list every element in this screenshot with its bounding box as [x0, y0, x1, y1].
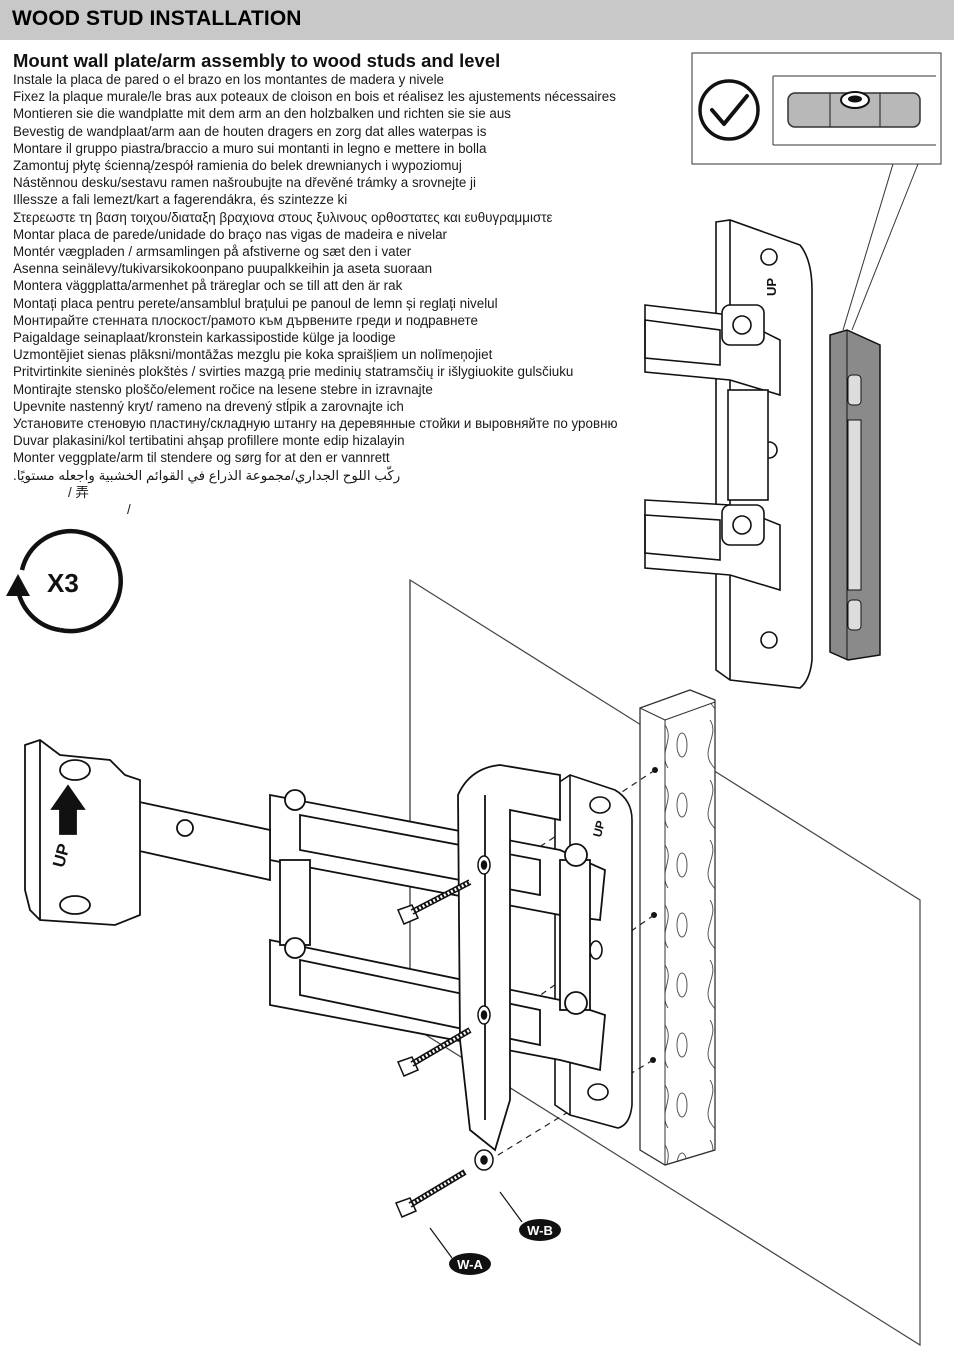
arabic-instruction: ركّب اللوح الجداري/مجموعة الذراع في القو…	[13, 467, 401, 483]
svg-text:UP: UP	[590, 819, 608, 839]
translation-line: Illessze a fali lemezt/kart a fagerendák…	[13, 192, 348, 208]
translation-line: Montare il gruppo piastra/braccio a muro…	[13, 140, 487, 156]
translation-line: Monter veggplate/arm til stendere og sør…	[13, 450, 390, 466]
bubble-level-icon	[787, 91, 921, 128]
translation-line: Asenna seinälevy/tukivarsikokoonpano puu…	[13, 261, 433, 277]
check-icon	[698, 79, 760, 141]
header-bar: WOOD STUD INSTALLATION	[0, 0, 954, 40]
translation-line: Στερεωστε τη βαση τοιχου/διαταξη βραχιον…	[13, 209, 553, 225]
translation-line: Fixez la plaque murale/le bras aux potea…	[13, 89, 616, 105]
repeat-count: X3	[47, 568, 79, 598]
translation-line: Uzmontējiet sienas plāksni/montāžas mezg…	[13, 347, 493, 363]
lag-screws	[394, 855, 494, 1218]
level-inset	[691, 52, 942, 331]
translation-line: Montér vægpladen / armsamlingen på afsti…	[13, 244, 412, 260]
spirit-level	[829, 329, 881, 661]
callout-w-a-label: W-A	[457, 1257, 483, 1272]
step-title: Mount wall plate/arm assembly to wood st…	[13, 50, 501, 71]
translation-line: Nástěnnou desku/sestavu ramen našroubujt…	[13, 175, 476, 191]
translation-line: Duvar plakasini/kol tertibatini ahşap pr…	[13, 433, 405, 449]
translation-line: Upevnite nastenný kryt/ rameno na dreven…	[13, 398, 404, 414]
wall-plate-detail: UP	[644, 219, 813, 689]
translation-line: Instale la placa de pared o el brazo en …	[13, 72, 444, 87]
translation-line: Montar placa de parede/unidade do braço …	[13, 226, 447, 242]
translation-line: Установите стеновую пластину/складную шт…	[13, 416, 618, 432]
callout-w-a: W-A	[429, 1227, 491, 1275]
translation-list: Instale la placa de pared o el brazo en …	[13, 71, 683, 518]
repeat-arrow-icon	[6, 528, 123, 634]
translation-line: Bevestig de wandplaat/arm aan de houten …	[13, 123, 487, 139]
translation-line: Montera väggplatta/armenhet på träreglar…	[13, 278, 403, 294]
cjk-instruction-2: /	[127, 502, 131, 518]
translation-line: Pritvirtinkite sieninės plokštės / svirt…	[13, 364, 574, 380]
cjk-instruction-1: / 弄	[68, 484, 89, 500]
callout-w-b: W-B	[499, 1191, 561, 1241]
page-title: WOOD STUD INSTALLATION	[12, 7, 302, 30]
tv-bracket: UP	[24, 738, 141, 926]
translation-line: Zamontuj płytę ścienną/zespół ramienia d…	[13, 158, 462, 174]
translation-line: Montați placa pentru perete/ansamblul br…	[13, 295, 498, 311]
translation-line: Montieren sie die wandplatte mit dem arm…	[13, 106, 511, 122]
callout-w-b-label: W-B	[527, 1223, 553, 1238]
translation-line: Montirajte stensko ploščo/element ročice…	[13, 381, 433, 397]
translation-line: Монтирайте стенната плоскост/рамото към …	[13, 312, 478, 328]
translation-line: Paigaldage seinaplaat/kronstein karkassi…	[13, 330, 396, 346]
wood-stud	[639, 689, 716, 1166]
svg-text:UP: UP	[764, 278, 779, 296]
